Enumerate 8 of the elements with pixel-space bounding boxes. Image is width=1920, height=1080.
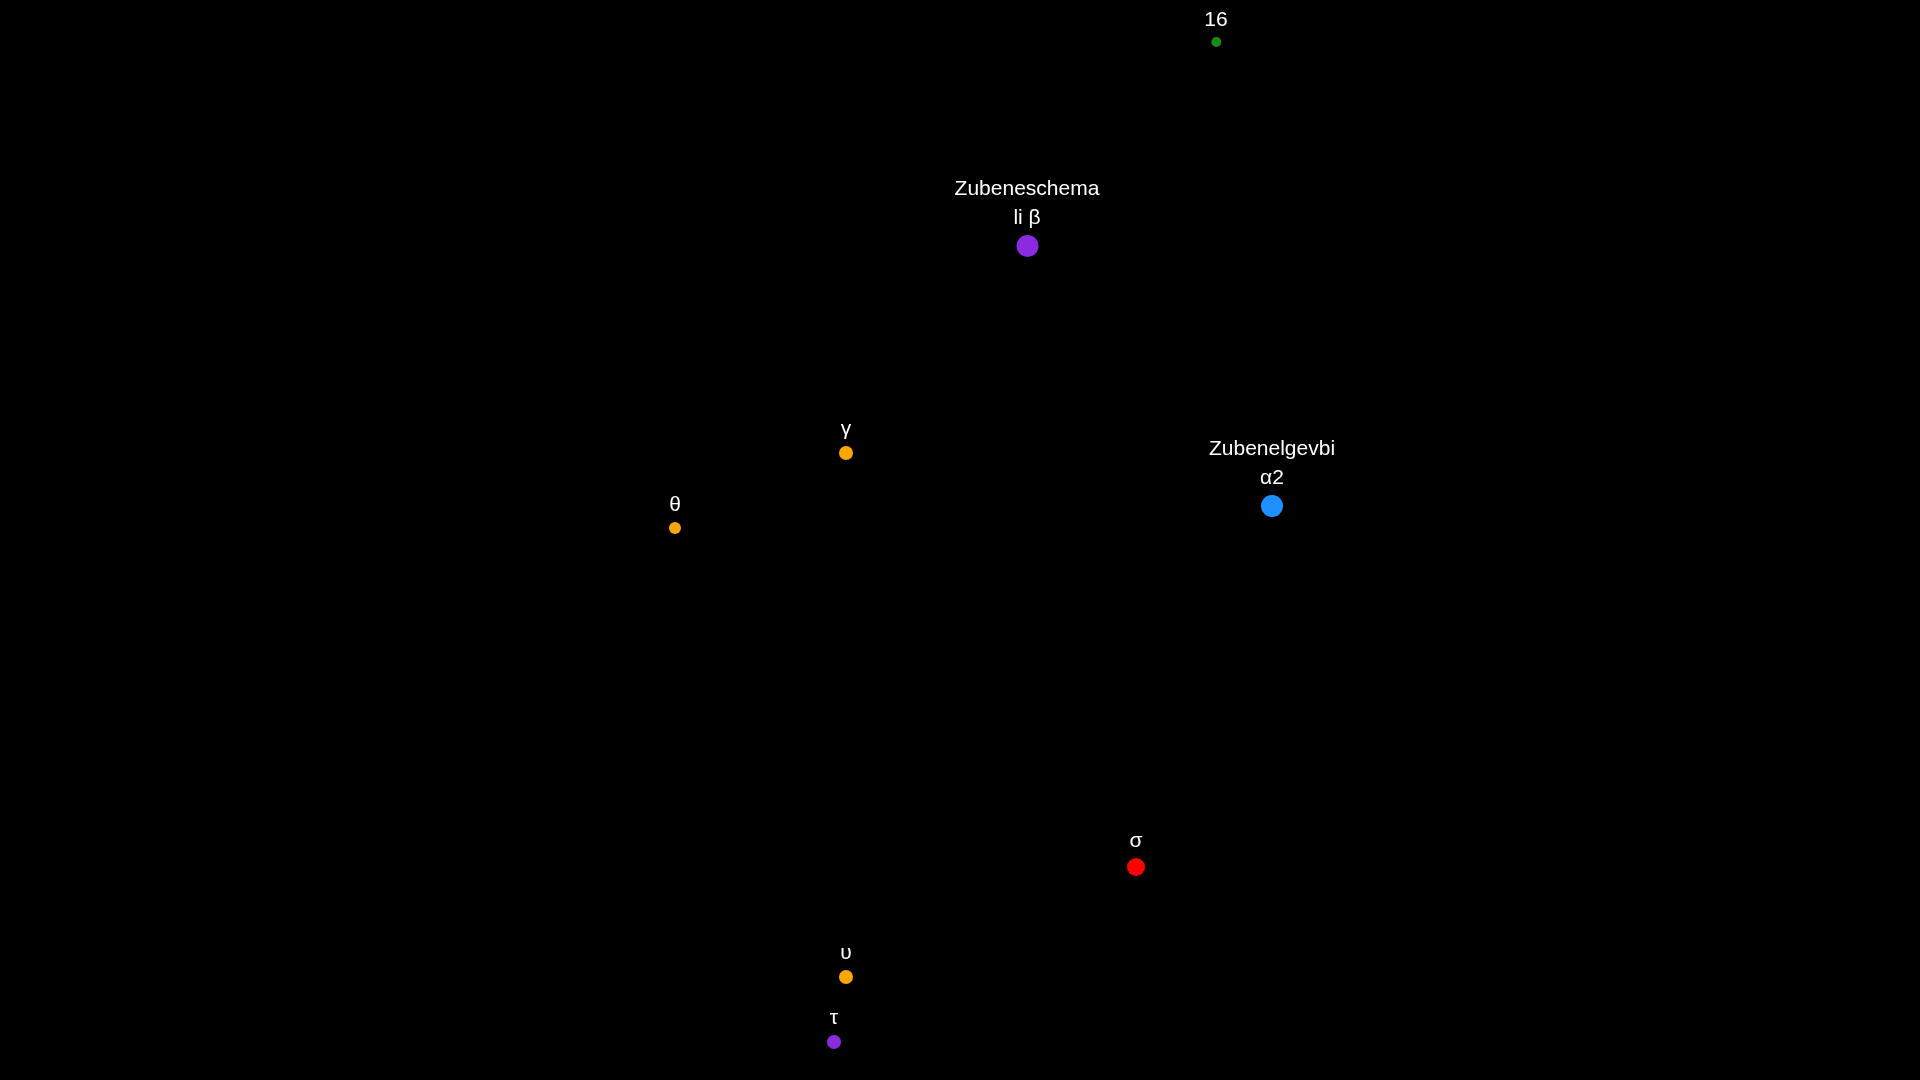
- star-label: 16: [1204, 6, 1228, 32]
- star-label: Zubeneschemali β: [954, 175, 1100, 230]
- star-label: Zubenelgevbi α2: [1207, 435, 1337, 490]
- star-label: γ: [840, 415, 852, 441]
- star-label: θ: [669, 491, 681, 517]
- star-label: τ: [829, 1004, 839, 1030]
- star-label: σ: [1129, 827, 1143, 853]
- star-label: υ: [840, 939, 852, 965]
